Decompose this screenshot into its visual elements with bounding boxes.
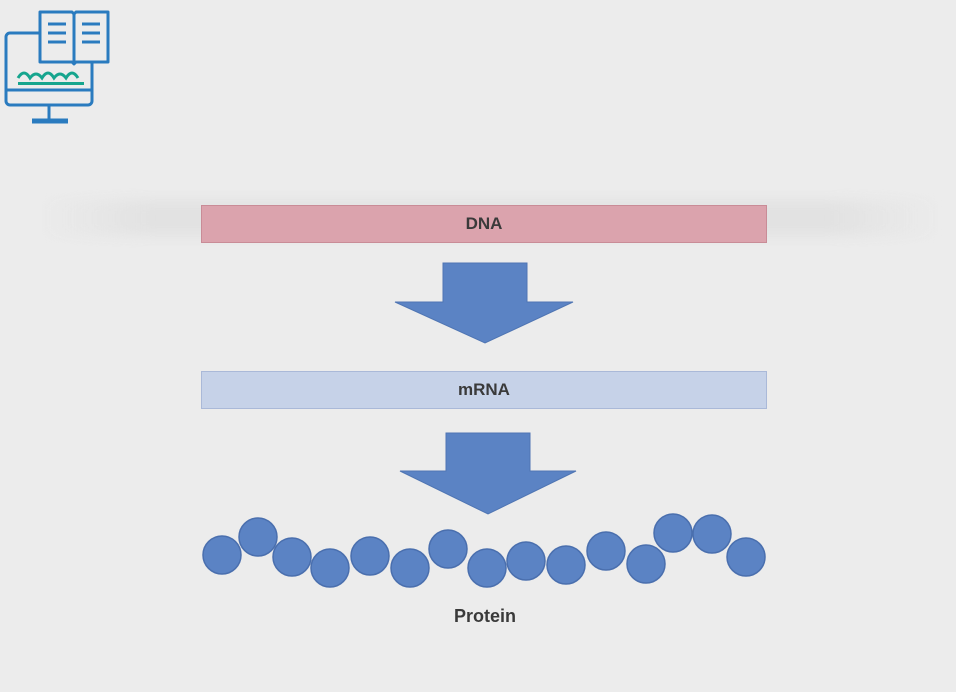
amino-acid-bead [506, 541, 546, 581]
amino-acid-bead [272, 537, 312, 577]
book-computer-logo [4, 10, 110, 124]
amino-acid-bead [726, 537, 766, 577]
protein-label: Protein [453, 606, 516, 626]
amino-acid-bead [310, 548, 350, 588]
amino-acid-bead [626, 544, 666, 584]
logo-script-mark [16, 71, 80, 81]
protein-chain [202, 513, 766, 588]
dna-label: DNA [465, 214, 503, 233]
arrow-mrna-to-protein [399, 432, 577, 515]
amino-acid-bead [653, 513, 693, 553]
arrow-dna-to-mrna [394, 262, 574, 344]
dna-box: DNA [201, 205, 767, 243]
amino-acid-bead [467, 548, 507, 588]
amino-acid-bead [238, 517, 278, 557]
amino-acid-bead [428, 529, 468, 569]
amino-acid-bead [390, 548, 430, 588]
amino-acid-bead [350, 536, 390, 576]
amino-acid-bead [546, 545, 586, 585]
amino-acid-bead [692, 514, 732, 554]
amino-acid-bead [202, 535, 242, 575]
mrna-label: mRNA [458, 380, 510, 399]
mrna-box: mRNA [201, 371, 767, 409]
amino-acid-bead [586, 531, 626, 571]
